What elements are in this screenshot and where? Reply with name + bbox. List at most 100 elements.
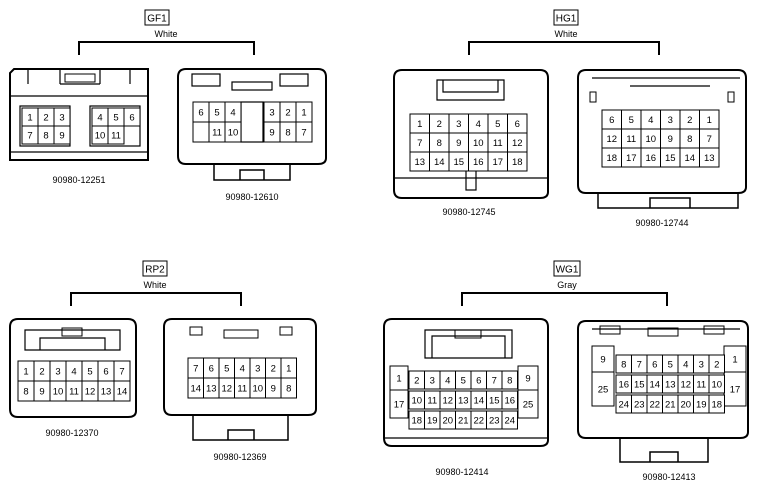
pin-number: 14: [649, 380, 660, 391]
part-number: 90980-12744: [635, 218, 688, 228]
group-id: RP2: [145, 265, 165, 276]
pin-number: 9: [271, 384, 276, 395]
pin-number: 12: [442, 396, 453, 407]
pin-number: 17: [730, 385, 741, 396]
part-number: 90980-12414: [435, 467, 488, 477]
pin-number: 25: [523, 400, 534, 411]
pin-number: 25: [598, 385, 609, 396]
pin-number: 6: [652, 360, 657, 371]
pin-number: 6: [198, 108, 203, 119]
pin-number: 11: [69, 387, 79, 398]
pin-number: 9: [39, 387, 44, 398]
pin-number: 11: [111, 131, 121, 142]
pin-number: 5: [629, 115, 634, 126]
part-number: 90980-12370: [45, 428, 98, 438]
pin-number: 1: [286, 364, 291, 375]
group-label-box: [144, 9, 170, 26]
pin-number: 3: [269, 108, 274, 119]
connector-latch: [424, 329, 513, 359]
pin-number: 6: [515, 119, 520, 130]
pin-cell: [501, 370, 518, 390]
group-id: GF1: [147, 14, 167, 25]
pin-number: 3: [59, 113, 64, 124]
pin-number: 21: [458, 416, 469, 427]
connector-key: [191, 73, 221, 87]
group-label-box: [142, 260, 168, 277]
pin-number: 2: [271, 364, 276, 375]
pin-cell: [192, 121, 210, 143]
pin-number: 11: [212, 128, 222, 139]
pin-number: 5: [495, 119, 500, 130]
group-color: White: [154, 29, 177, 39]
group-id: HG1: [556, 14, 577, 25]
pin-number: 10: [645, 134, 656, 145]
pin-number: 4: [476, 119, 481, 130]
pin-number: 13: [206, 384, 217, 395]
pin-number: 9: [525, 374, 530, 385]
pin-number: 14: [190, 384, 201, 395]
pin-cell: [53, 125, 71, 145]
pin-number: 10: [228, 128, 239, 139]
group-bracket: [78, 41, 255, 55]
pin-number: 21: [665, 400, 676, 411]
connector-latch: [24, 329, 121, 351]
pin-cell: [699, 147, 720, 168]
pin-number: 9: [269, 128, 274, 139]
pin-number: 11: [237, 384, 247, 395]
pin-number: 16: [645, 153, 656, 164]
pin-number: 13: [704, 153, 715, 164]
pin-number: 7: [301, 128, 306, 139]
pin-number: 6: [609, 115, 614, 126]
pin-number: 8: [507, 376, 512, 387]
connector-tab: [213, 164, 291, 181]
pin-number: 12: [680, 380, 691, 391]
pin-number: 22: [649, 400, 660, 411]
connector-housing: [393, 69, 549, 199]
pin-number: 4: [97, 113, 102, 124]
pin-number: 5: [461, 376, 466, 387]
pin-number: 12: [606, 134, 617, 145]
pin-number: 4: [683, 360, 688, 371]
pin-number: 18: [606, 153, 617, 164]
pin-number: 18: [711, 400, 722, 411]
connector-housing: [577, 320, 749, 439]
group-bracket: [70, 292, 242, 306]
pin-number: 13: [458, 396, 469, 407]
pin-number: 10: [711, 380, 722, 391]
connector-key: [727, 91, 735, 103]
pin-number: 23: [634, 400, 645, 411]
pin-number: 14: [434, 157, 445, 168]
connector-key: [279, 73, 309, 87]
pin-number: 7: [27, 131, 32, 142]
pin-number: 10: [411, 396, 422, 407]
pin-number: 15: [634, 380, 645, 391]
group-bracket: [461, 292, 668, 306]
pin-number: 3: [55, 367, 60, 378]
pin-number: 13: [101, 387, 112, 398]
pin-cell: [280, 377, 297, 399]
pin-number: 2: [714, 360, 719, 371]
pin-number: 18: [512, 157, 523, 168]
pin-number: 16: [504, 396, 515, 407]
pin-cell: [708, 354, 725, 374]
group-id: WG1: [556, 265, 579, 276]
pin-number: 1: [417, 119, 422, 130]
pin-number: 11: [427, 396, 437, 407]
pin-cell: [295, 121, 313, 143]
pin-number: 7: [193, 364, 198, 375]
connector-tab: [597, 193, 739, 209]
pin-number: 15: [453, 157, 464, 168]
connector-housing: [9, 318, 137, 418]
pin-number: 5: [224, 364, 229, 375]
pin-number: 22: [473, 416, 484, 427]
pin-number: 4: [648, 115, 653, 126]
connector-tab: [192, 415, 289, 441]
connector-housing: [9, 68, 149, 161]
pin-number: 4: [240, 364, 245, 375]
pin-number: 1: [27, 113, 32, 124]
pin-number: 7: [637, 360, 642, 371]
